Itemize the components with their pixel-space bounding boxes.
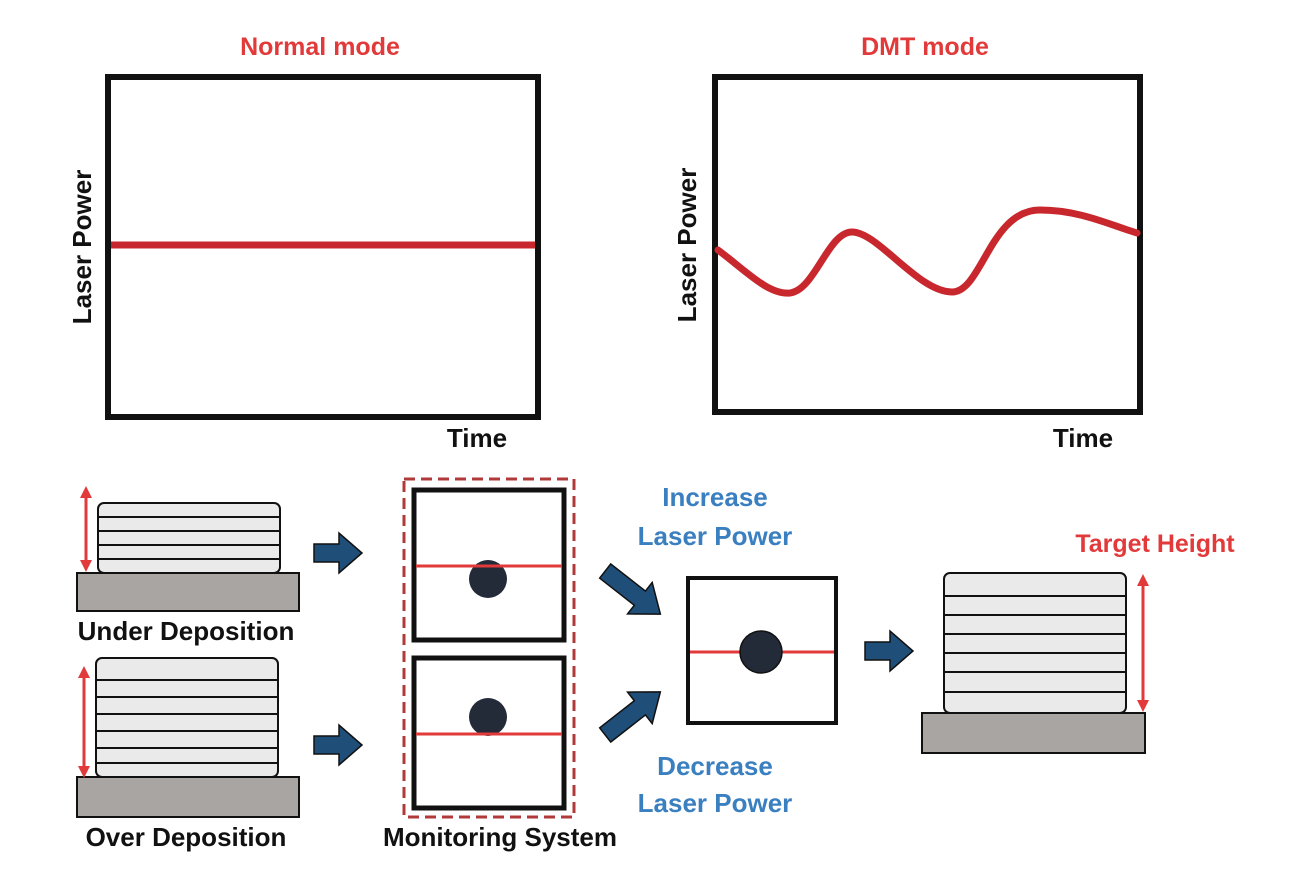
under-deposition-stack: Under Deposition — [76, 486, 300, 646]
arrow-right-icon — [313, 723, 364, 767]
monitoring-dashed-frame — [402, 477, 576, 819]
dmt-mode-power-curve — [714, 206, 1141, 297]
dmt-mode-xlabel: Time — [1053, 423, 1113, 453]
target-substrate — [921, 712, 1146, 754]
increase-label-line2: Laser Power — [638, 521, 793, 551]
melt-pool-dot-icon — [739, 630, 783, 674]
normal-mode-title: Normal mode — [240, 33, 400, 61]
over-layers — [95, 657, 279, 778]
under-deposition-label: Under Deposition — [78, 616, 295, 646]
arrow-right-icon — [864, 629, 915, 673]
normal-mode-xlabel: Time — [447, 423, 507, 453]
target-height-label: Target Height — [1075, 530, 1235, 558]
normal-mode-plot-frame — [105, 74, 541, 420]
normal-mode-chart: Normal mode Laser Power Time — [67, 33, 541, 453]
dmt-mode-title: DMT mode — [861, 33, 989, 61]
arrow-right-icon — [598, 691, 662, 744]
decrease-label-line2: Laser Power — [638, 788, 793, 818]
monitoring-system: Monitoring System — [383, 477, 617, 852]
monitor-view-corrected — [686, 576, 838, 725]
over-substrate — [76, 776, 300, 818]
dmt-mode-plot-frame — [712, 74, 1143, 415]
dmt-mode-ylabel: Laser Power — [672, 168, 702, 323]
melt-pool-dot-icon — [469, 698, 507, 736]
normal-mode-ylabel: Laser Power — [67, 170, 97, 325]
monitoring-system-label: Monitoring System — [383, 822, 617, 852]
target-height-stack: Target Height — [921, 530, 1235, 754]
increase-label-line1: Increase — [662, 482, 768, 512]
melt-pool-dot-icon — [469, 560, 507, 598]
over-deposition-stack: Over Deposition — [76, 657, 300, 852]
dmt-mode-chart: DMT mode Laser Power Time — [672, 33, 1143, 453]
under-layers — [97, 502, 281, 574]
over-deposition-label: Over Deposition — [86, 822, 287, 852]
under-substrate — [76, 572, 300, 612]
decrease-label-line1: Decrease — [657, 751, 773, 781]
target-layers — [943, 572, 1127, 714]
arrow-right-icon — [313, 531, 364, 575]
arrow-right-icon — [598, 562, 662, 615]
